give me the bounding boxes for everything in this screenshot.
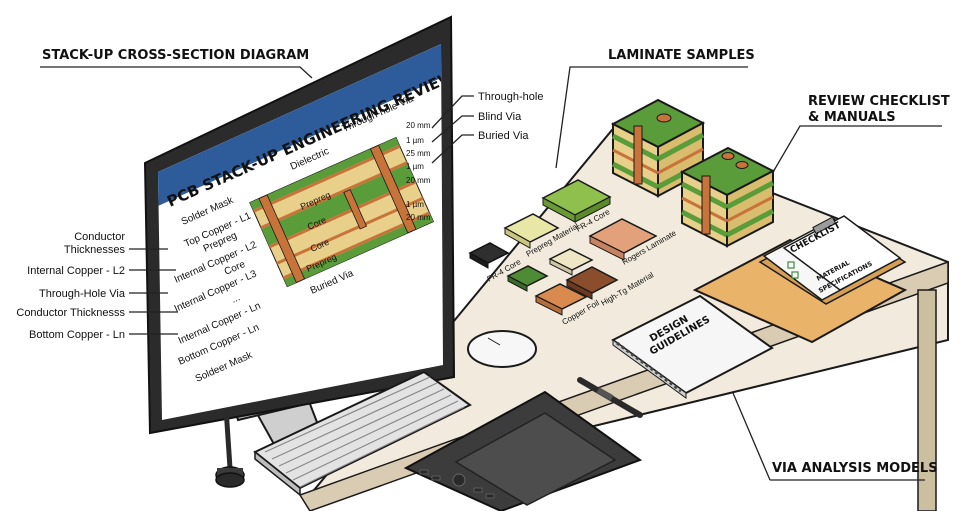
- dimension-label: 20 mm: [406, 176, 431, 185]
- left-annotations: Conductor Thicknesses Internal Copper - …: [16, 231, 178, 341]
- stylus: [577, 377, 643, 418]
- callout-laminate-samples: LAMINATE SAMPLES: [555, 48, 755, 169]
- annotation-label: Buried Via: [478, 130, 529, 142]
- dimension-label: 1 µm: [406, 162, 424, 171]
- right-annotations: Through-hole Blind Via Buried Via: [431, 91, 543, 164]
- tablet-key: [431, 475, 441, 481]
- tablet-dial: [452, 473, 466, 487]
- cross-section: [249, 136, 435, 288]
- annotation-label: Bottom Copper - Ln: [29, 329, 125, 341]
- callout-laminate-samples-label: LAMINATE SAMPLES: [608, 48, 755, 63]
- annotation-label: Thicknesses: [64, 244, 126, 256]
- checkbox-icon: [787, 261, 795, 269]
- folder-checklist: CHECKLIST MATERIAL SPECIFICATIONS: [692, 215, 908, 344]
- tablet-key: [485, 493, 495, 499]
- desk-leg: [917, 289, 937, 511]
- annotation-label: Conductor: [74, 231, 125, 243]
- sample-green-chip: [506, 265, 549, 292]
- annotation-label: Blind Via: [478, 111, 522, 123]
- checkbox-icon: [791, 271, 799, 279]
- design-guidelines-booklet: DESIGN GUIDELINES: [611, 294, 774, 399]
- pen-holder: [215, 407, 245, 488]
- dimension-label: 1 µm: [406, 200, 424, 209]
- callout-via-models-label: VIA ANALYSIS MODELS: [772, 461, 938, 476]
- callout-stackup-diagram: STACK-UP CROSS-SECTION DIAGRAM: [40, 48, 313, 79]
- keyboard: [253, 370, 472, 497]
- drawing-tablet: [403, 390, 643, 511]
- folder: [692, 238, 908, 344]
- callout-via-models: VIA ANALYSIS MODELS: [732, 392, 938, 481]
- tablet-key: [419, 469, 429, 475]
- annotation-label: Conductor Thicknesss: [16, 307, 125, 319]
- sample-light: [548, 248, 594, 276]
- spiral-binding: [616, 341, 682, 393]
- dimension-label: 25 mm: [406, 149, 431, 158]
- via-model-1: [610, 98, 706, 198]
- callout-review-checklist-label-1: REVIEW CHECKLIST: [808, 94, 950, 109]
- layer-label: ...: [230, 292, 242, 305]
- screen-title-bar: [158, 44, 441, 206]
- annotation-label: Internal Copper - L2: [27, 265, 125, 277]
- tablet-key: [473, 487, 483, 493]
- callout-review-checklist-label-2: & MANUALS: [808, 110, 896, 125]
- via-model-2: [679, 146, 776, 248]
- annotation-label: Through-Hole Via: [39, 288, 126, 300]
- annotation-label: Through-hole: [478, 91, 543, 103]
- dimension-label: 1 µm: [406, 136, 424, 145]
- mouse: [467, 330, 537, 368]
- tablet-surface: [454, 412, 617, 506]
- callout-stackup-diagram-label: STACK-UP CROSS-SECTION DIAGRAM: [42, 48, 309, 63]
- callout-review-checklist: REVIEW CHECKLIST & MANUALS: [751, 94, 950, 209]
- dimension-label: 20 mm: [406, 121, 431, 130]
- dimension-label: 20 mm: [406, 213, 431, 222]
- clipboard-clip: [812, 216, 837, 235]
